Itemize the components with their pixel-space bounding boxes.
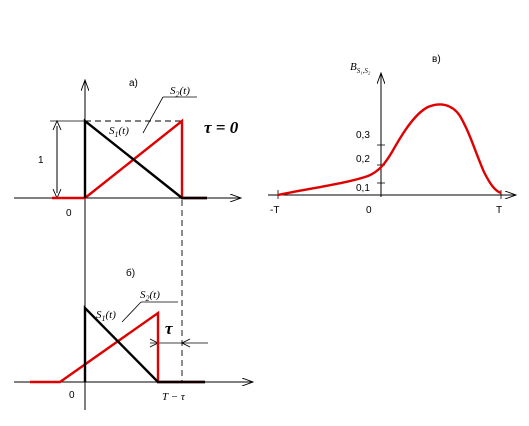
xtick-label-t: T — [496, 205, 502, 216]
panel-a: а) 1 0 S2(t) S1(t) τ = 0 — [14, 78, 241, 410]
s1-signal-a — [83, 118, 207, 200]
s2-signal-b — [30, 310, 205, 384]
amplitude-arrow-up — [52, 119, 62, 131]
tick-label-01: 0,1 — [356, 183, 370, 194]
panel-b-label: б) — [126, 267, 135, 279]
correlation-axis-label: BS₁,S₂ — [350, 61, 371, 75]
tau-label-b: τ — [165, 319, 173, 338]
panel-c-label: в) — [432, 54, 441, 65]
s1-label-b: S1(t) — [96, 309, 116, 323]
s1-signal-b — [83, 305, 205, 384]
tick-label-02: 0,2 — [356, 154, 370, 165]
panel-b: б) 0 τ S2(t) S1(t) T − τ — [14, 267, 253, 403]
panel-a-origin-label: 0 — [66, 208, 72, 219]
s2-label-b: S2(t) — [140, 289, 160, 303]
t-minus-tau-label: T − τ — [162, 391, 186, 403]
tick-label-03: 0,3 — [356, 130, 370, 141]
panel-a-label: а) — [129, 78, 138, 89]
xtick-label-zero: 0 — [366, 205, 372, 216]
panel-c: в) BS₁,S₂ 0,3 0,2 0,1 -T 0 T — [268, 54, 516, 216]
xtick-label-minus-t: -T — [270, 205, 279, 216]
correlation-curve — [277, 103, 502, 197]
s1-label-a: S1(t) — [109, 125, 129, 139]
amplitude-label: 1 — [38, 155, 44, 166]
s2-signal-a — [52, 118, 207, 200]
tau-arrow-right — [180, 338, 191, 348]
s2-leader-a — [142, 96, 164, 134]
s2-leader-b — [121, 301, 142, 323]
s2-label-a: S2(t) — [170, 85, 190, 99]
tau-zero-label: τ = 0 — [204, 118, 239, 137]
panel-b-origin-label: 0 — [69, 390, 75, 401]
